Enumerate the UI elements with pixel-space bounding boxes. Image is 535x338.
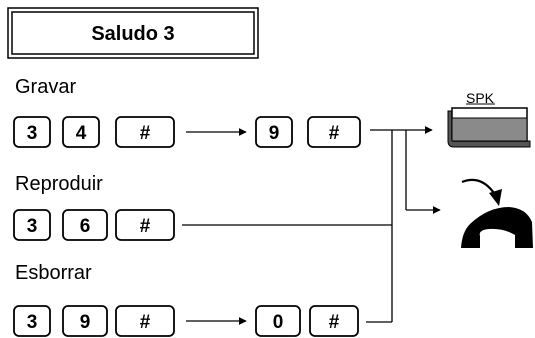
key-button: 9 [255,116,293,148]
key-button: 4 [62,116,100,148]
key-label: # [140,123,151,144]
key-label: 4 [76,123,87,144]
section-label-play: Reproduir [15,173,103,195]
title-box: Saludo 3 [7,7,259,59]
key-button: 9 [62,305,108,337]
connector-lines [182,126,441,323]
key-label: 6 [80,216,91,237]
key-button: 6 [62,209,108,241]
key-row-delete: 3 9 # 0 # [13,305,359,337]
section-label-record: Gravar [15,76,76,98]
key-label: 3 [27,312,38,333]
key-label: 9 [269,123,280,144]
key-label: 3 [27,216,38,237]
spk-label: SPK [466,90,495,106]
title-text: Saludo 3 [91,23,174,45]
key-button: # [309,305,359,337]
key-label: # [140,216,151,237]
key-label: 9 [80,312,91,333]
key-button: 3 [13,209,51,241]
key-label: 0 [273,312,284,333]
key-button: # [115,209,175,241]
key-button: # [115,305,175,337]
title-box-inner [11,11,255,55]
key-button: # [115,116,175,148]
spk-button-body [451,117,528,142]
handset-hangup-icon [461,207,533,248]
key-button: 3 [13,116,51,148]
key-button: 0 [255,305,301,337]
spk-button: SPK [447,90,531,148]
key-label: # [329,312,340,333]
key-label: 3 [27,123,38,144]
key-label: # [140,312,151,333]
curved-arrow-down-icon [461,178,502,206]
key-button: 3 [13,305,51,337]
section-label-delete: Esborrar [15,262,92,284]
key-row-record: 3 4 # 9 # [13,116,361,148]
key-row-play: 3 6 # [13,209,175,241]
key-label: # [329,123,340,144]
key-button: # [307,116,361,148]
